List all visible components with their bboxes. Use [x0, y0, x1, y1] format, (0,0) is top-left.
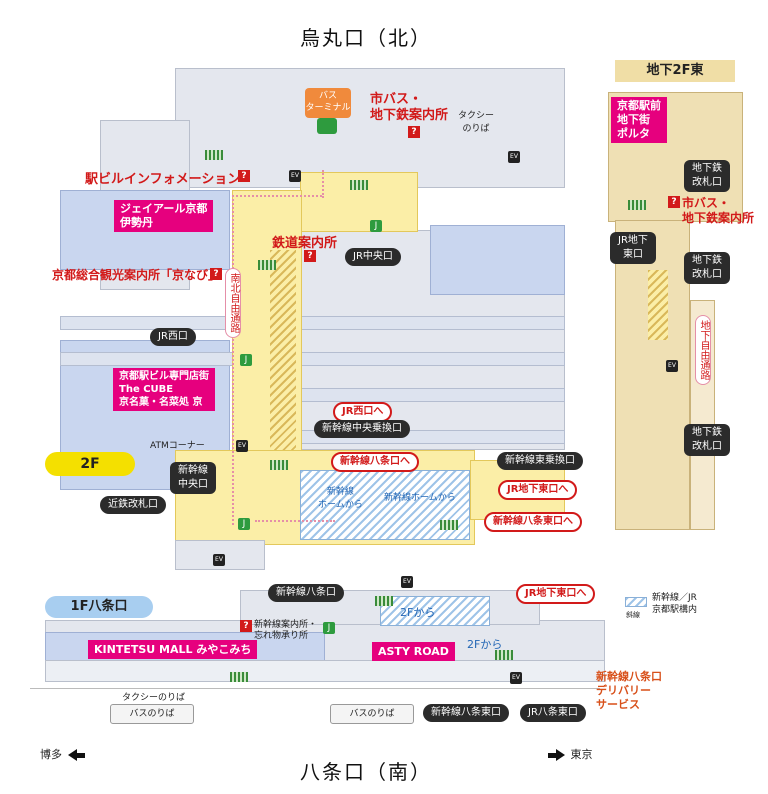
- city-bus-b2-label: 市バス・ 地下鉄案内所: [682, 196, 755, 225]
- subway-gate-1-label: 地下鉄 改札口: [684, 160, 730, 192]
- taxi-north-label: タクシー のりば: [458, 111, 495, 134]
- free-passage-path: [322, 170, 324, 198]
- arrow-left-icon: [67, 749, 77, 761]
- jr-b-east-1f-label[interactable]: JR地下東口へ: [516, 584, 596, 604]
- legend-label: 新幹線／JR 京都駅構内: [652, 593, 698, 615]
- legend-swatch: [625, 597, 647, 607]
- jr-hachijo-east-label: JR八条東口: [520, 704, 586, 722]
- elevator-icon: EV: [401, 576, 413, 588]
- jr-central-gate-label: JR中央口: [345, 248, 401, 266]
- info-icon: ?: [304, 250, 316, 262]
- bus-pool-2: バスのりば: [330, 704, 414, 724]
- floor-2f-badge: 2F: [45, 452, 135, 476]
- to-hachijo-east-label[interactable]: 新幹線八条東口へ: [484, 512, 582, 532]
- elevator-icon: EV: [289, 170, 301, 182]
- bus-icon: [317, 118, 337, 134]
- bus-pool-1: バスのりば: [110, 704, 194, 724]
- hachijo-bottom-block: [45, 660, 605, 682]
- concourse-hatch: [270, 250, 296, 450]
- subway-gate-2-label: 地下鉄 改札口: [684, 252, 730, 284]
- to-jr-b-east-label[interactable]: JR地下東口へ: [498, 480, 578, 500]
- from-platform-1-label: 新幹線 ホームから: [318, 487, 363, 510]
- elevator-icon: EV: [236, 440, 248, 452]
- info-icon: ?: [238, 170, 250, 182]
- shinkansen-central-gate-label: 新幹線 中央口: [170, 462, 216, 494]
- free-passage-path: [255, 520, 335, 522]
- kintetsu-mall-label: KINTETSU MALL みやこみち: [88, 640, 258, 659]
- stairs-icon: [628, 200, 646, 210]
- ticket-office-icon: J: [238, 518, 250, 530]
- to-hachijo-label[interactable]: 新幹線八条口へ: [331, 452, 419, 472]
- b2-hatch: [648, 270, 668, 340]
- isetan-label: ジェイアール京都 伊勢丹: [114, 200, 214, 232]
- porta-label: 京都駅前 地下街 ポルタ: [611, 97, 667, 143]
- stairs-icon: [258, 260, 276, 270]
- taxi-south-label: タクシーのりば: [122, 693, 186, 703]
- elevator-icon: EV: [510, 672, 522, 684]
- to-jr-west-label[interactable]: JR西口へ: [333, 402, 393, 422]
- jr-west-gate-label: JR西口: [150, 328, 196, 346]
- free-passage-b2-label: 地下自由通路: [695, 315, 711, 385]
- east-direction: 東京: [548, 746, 593, 762]
- stairs-icon: [350, 180, 368, 190]
- bus-terminal-badge: バス ターミナル: [305, 88, 351, 118]
- platform-track: [60, 352, 565, 366]
- delivery-service-label: 新幹線八条口 デリバリー サービス: [596, 670, 662, 711]
- floor-1f-badge: 1F八条口: [45, 596, 153, 618]
- shinkansen-hachijo-east-label: 新幹線八条東口: [423, 704, 509, 722]
- info-icon: ?: [668, 196, 680, 208]
- blue-block: [430, 225, 565, 295]
- info-icon: ?: [240, 620, 252, 632]
- stairs-icon: [375, 596, 393, 606]
- jr-b-east-gate-label: JR地下 東口: [610, 232, 656, 264]
- elevator-icon: EV: [508, 151, 520, 163]
- elevator-icon: EV: [213, 554, 225, 566]
- floor-b2-badge: 地下2F東: [615, 60, 735, 82]
- elevator-icon: EV: [666, 360, 678, 372]
- from-2f-label-2: 2Fから: [467, 638, 503, 651]
- shinkansen-central-transfer-label: 新幹線中央乗換口: [314, 420, 410, 438]
- info-icon: ?: [210, 268, 222, 280]
- station-building-info-label: 駅ビルインフォメーション: [85, 172, 241, 187]
- shinkansen-east-transfer-label: 新幹線東乗換口: [497, 452, 583, 470]
- city-bus-info-label: 市バス・ 地下鉄案内所: [370, 92, 449, 123]
- shinkansen-hachijo-gate-label: 新幹線八条口: [268, 584, 344, 602]
- rail-info-label: 鉄道案内所: [272, 236, 338, 251]
- stairs-icon: [230, 672, 248, 682]
- free-passage-path: [232, 195, 234, 525]
- platform-track: [60, 316, 565, 330]
- asty-road-label: ASTY ROAD: [372, 642, 455, 661]
- stairs-icon: [440, 520, 458, 530]
- west-direction-label: 博多: [40, 748, 62, 761]
- stairs-icon: [270, 460, 288, 470]
- shinkansen-info-label: 新幹線案内所・ 忘れ物承り所: [254, 620, 318, 641]
- ticket-office-icon: J: [323, 622, 335, 634]
- ticket-office-icon: J: [370, 220, 382, 232]
- from-platform-2-label: 新幹線ホームから: [384, 493, 456, 503]
- taxi-road: [30, 688, 600, 689]
- east-direction-label: 東京: [570, 748, 593, 761]
- subway-gate-3-label: 地下鉄 改札口: [684, 424, 730, 456]
- free-passage-path: [232, 195, 322, 197]
- kintetsu-gate-2f-label: 近鉄改札口: [100, 496, 166, 514]
- ticket-office-icon: J: [240, 354, 252, 366]
- north-exit-title: 烏丸口（北）: [300, 26, 432, 50]
- kyonavi-label: 京都総合観光案内所「京なび」: [52, 268, 221, 282]
- b2-passage: [615, 220, 690, 530]
- arrow-right-icon: [556, 749, 565, 761]
- from-2f-label-1: 2Fから: [400, 606, 436, 619]
- free-passage-2f-label: 南北自由通路: [225, 268, 241, 338]
- hachijo-shinkansen-area: [380, 596, 490, 626]
- info-icon: ?: [408, 126, 420, 138]
- south-exit-title: 八条口（南）: [300, 760, 432, 784]
- west-direction: 博多: [40, 746, 85, 762]
- cube-label: 京都駅ビル専門店街 The CUBE 京名菓・名菜処 京: [113, 368, 215, 411]
- stairs-icon: [205, 150, 223, 160]
- stairs-icon: [495, 650, 513, 660]
- atm-label: ATMコーナー: [150, 441, 205, 451]
- north-building-block: [175, 68, 565, 188]
- legend-sub-label: 斜線: [626, 611, 640, 619]
